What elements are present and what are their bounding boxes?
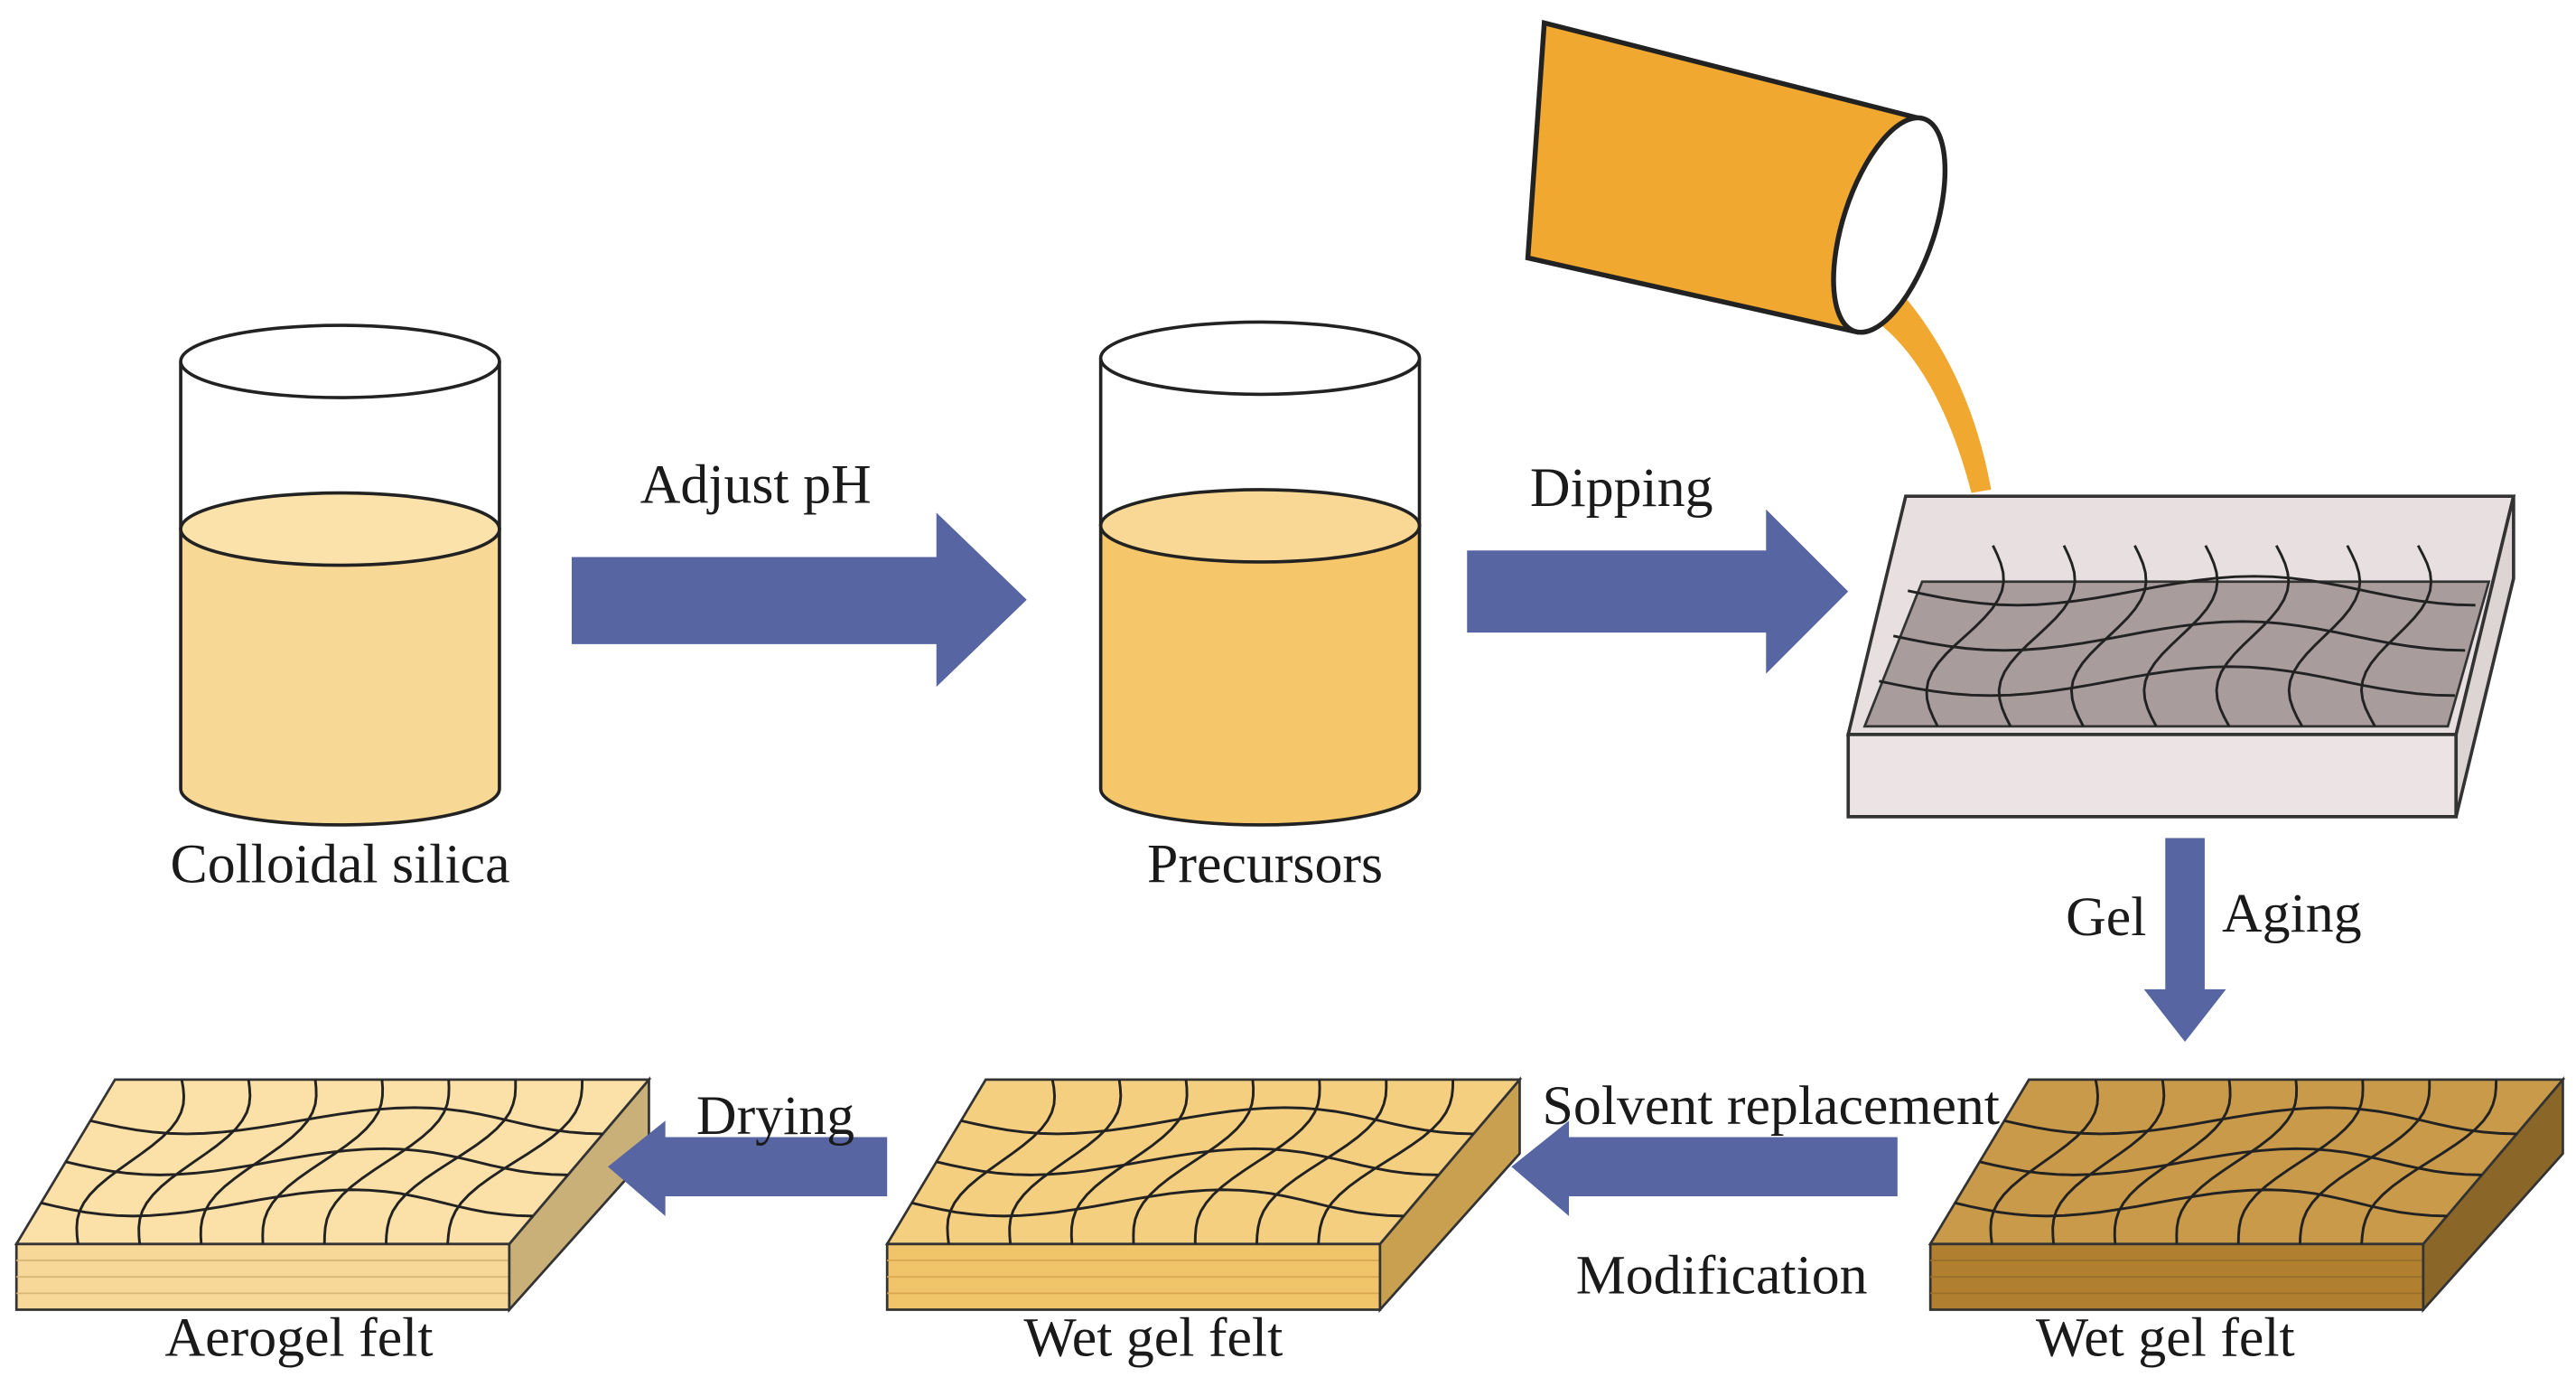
fiber-line [1907,575,2476,607]
tray-with-fiber-felt [1845,494,2516,819]
pouring-cup [1525,19,1992,493]
felt-top-face [884,1078,1523,1246]
arrow-gel-aging [2143,838,2226,1043]
label-wet-gel-felt-middle: Wet gel felt [1023,1307,1283,1368]
fiber-line [1879,665,2455,698]
label-dipping: Dipping [1530,457,1713,519]
fiber-line [2113,1079,2232,1244]
fiber-line [946,1079,1056,1244]
fiber-line [2142,545,2219,727]
tray-front [1846,733,2459,819]
fiber-line [2298,1079,2431,1244]
label-colloidal-silica: Colloidal silica [170,834,509,895]
felt-top-face [1927,1078,2566,1246]
label-precursors: Precursors [1147,834,1383,895]
fiber-line [2003,1106,2517,1136]
label-aerogel-felt: Aerogel felt [165,1307,434,1368]
fiber-line [1892,620,2466,652]
fiber-line [2360,1079,2498,1244]
fiber-line [1132,1079,1255,1244]
arrow-solvent-replacement [1511,1120,1898,1216]
fiber-line [1979,1147,2482,1176]
fiber-line [65,1147,568,1176]
arrow-adjust-ph [571,512,1027,688]
arrow-drying [607,1120,888,1216]
beaker-colloidal-silica [179,323,501,827]
fiber-line [1989,1079,2099,1244]
fiber-mesh [1879,545,2476,727]
fiber-line [2359,545,2433,727]
label-aging: Aging [2222,883,2362,944]
label-gel: Gel [2066,886,2146,948]
beaker-rim [179,323,501,399]
fiber-line [322,1079,451,1244]
label-wet-gel-felt-right: Wet gel felt [2036,1307,2295,1368]
beaker-liquid [179,527,501,827]
beaker-liquid [1098,524,1422,827]
fiber-line [1317,1079,1455,1244]
fiber-line [911,1188,1405,1218]
fiber-line [960,1106,1474,1136]
label-modification: Modification [1576,1244,1868,1306]
fiber-line [1069,1079,1189,1244]
fiber-line [1925,545,2005,727]
felt-top-face [14,1078,652,1246]
fiber-line [1193,1079,1321,1244]
arrow-dipping [1467,509,1849,674]
fiber-line [936,1147,1439,1176]
label-solvent-replacement: Solvent replacement [1543,1075,2000,1137]
label-drying: Drying [696,1085,854,1147]
tray-side [2454,495,2515,818]
fiber-line [41,1188,534,1218]
tray-floor [1862,580,2491,728]
liquid-surface [1098,488,1422,564]
wet-gel-felt-modified [884,1076,1523,1314]
liquid-surface [179,491,501,567]
fiber-line [261,1079,385,1244]
wet-gel-felt-aged [1927,1076,2566,1314]
fiber-line [199,1079,318,1244]
fiber-line [2287,545,2362,727]
fiber-line [89,1106,603,1136]
cup-opening [1831,115,1948,335]
fiber-line [384,1079,518,1244]
beaker-precursors [1098,320,1422,827]
label-adjust-ph: Adjust pH [640,454,872,515]
fiber-line [446,1079,584,1244]
fiber-line [2175,1079,2299,1244]
fiber-line [2069,545,2148,727]
fiber-line [2215,545,2291,727]
fiber-line [1955,1188,2448,1218]
aerogel-felt [14,1076,652,1314]
fiber-line [2236,1079,2365,1244]
fiber-line [75,1079,185,1244]
beaker-rim [1098,320,1422,397]
fiber-line [1255,1079,1388,1244]
